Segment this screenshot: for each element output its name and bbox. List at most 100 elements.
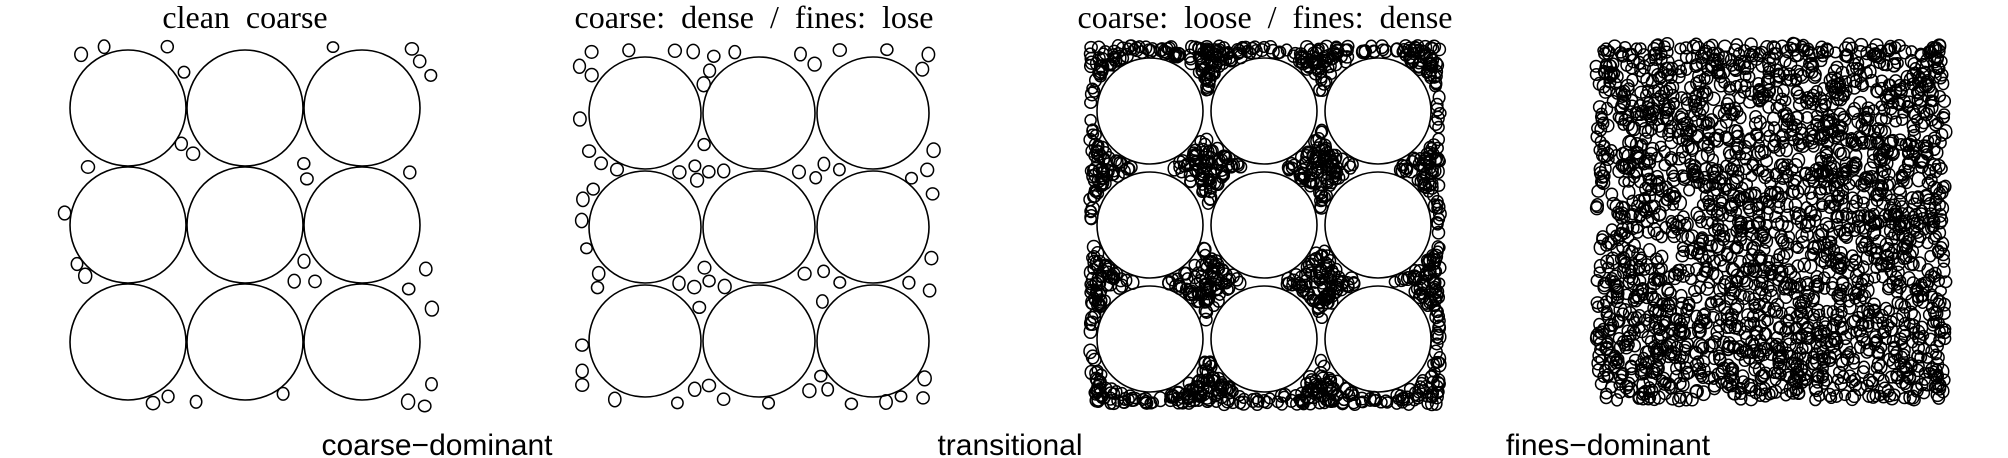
fine-grain — [1837, 113, 1852, 127]
fine-grain — [607, 391, 622, 408]
fine-grain — [1841, 348, 1855, 360]
fine-grain — [761, 396, 776, 410]
fine-grain — [1615, 200, 1629, 216]
fine-grain — [584, 44, 599, 59]
fine-grain — [1671, 128, 1686, 145]
coarse-grain — [1210, 171, 1318, 279]
fine-grain — [1845, 191, 1860, 206]
coarse-grain — [702, 284, 816, 398]
fine-grain — [1083, 323, 1098, 340]
fine-grain — [1927, 315, 1940, 329]
fine-grain — [1851, 310, 1865, 323]
fine-grain — [1776, 249, 1791, 265]
fine-grain — [1644, 122, 1659, 136]
fine-grain — [1300, 285, 1314, 301]
fine-grain — [1890, 312, 1905, 327]
fine-grain — [1655, 374, 1669, 388]
fine-grain — [1792, 97, 1807, 112]
fine-grain — [1898, 316, 1911, 332]
fine-grain — [1426, 298, 1441, 312]
fine-grain — [1413, 287, 1427, 301]
coarse-grain — [69, 49, 187, 167]
fine-grain — [1427, 69, 1442, 84]
fine-grain — [1306, 147, 1320, 163]
fine-grain — [1795, 328, 1809, 342]
fine-grain — [1884, 370, 1899, 384]
fine-grain — [1756, 348, 1770, 362]
fine-grain — [1673, 317, 1689, 333]
fine-grain — [1764, 347, 1778, 361]
fine-grain — [609, 162, 625, 177]
fine-grain — [1847, 79, 1862, 95]
fine-grain — [1883, 304, 1896, 317]
fine-grain — [1139, 394, 1153, 410]
fine-grain — [1849, 372, 1861, 387]
fine-grain — [1713, 253, 1728, 267]
fine-grain — [1652, 272, 1665, 287]
fine-grain — [1622, 267, 1637, 284]
fine-grain — [1701, 138, 1716, 154]
fine-grain — [1313, 137, 1328, 152]
fine-grain — [1596, 233, 1609, 246]
fine-grain — [817, 264, 831, 279]
fine-grain — [1904, 244, 1920, 259]
fine-grain — [1677, 369, 1690, 383]
fine-grain — [1924, 45, 1938, 59]
fine-grain — [1735, 369, 1750, 385]
fine-grain — [1865, 43, 1880, 58]
fine-grain — [1094, 300, 1107, 314]
fine-grain — [1739, 177, 1754, 191]
fine-grain — [1879, 90, 1894, 104]
fine-grain — [1763, 129, 1776, 143]
fine-grain — [1902, 271, 1916, 286]
fine-grain — [1840, 84, 1853, 98]
fine-grain — [1196, 178, 1209, 191]
coarse-grain — [303, 49, 421, 167]
fine-grain — [1414, 271, 1428, 286]
fine-grain — [1394, 272, 1409, 288]
fine-grain — [1407, 269, 1422, 284]
fine-grain — [1834, 261, 1848, 276]
fine-grain — [1153, 42, 1167, 58]
fine-grain — [1195, 54, 1210, 71]
fine-grain — [1781, 158, 1794, 170]
fine-grain — [1741, 196, 1755, 211]
fine-grain — [574, 212, 589, 229]
fine-grain — [1845, 390, 1860, 407]
fine-grain — [1730, 105, 1744, 118]
fine-grain — [1201, 76, 1216, 93]
fine-grain — [400, 393, 416, 411]
fine-grain — [1432, 42, 1447, 57]
fine-grain — [1396, 394, 1410, 409]
fine-grain — [1848, 156, 1862, 169]
fine-grain — [1769, 85, 1784, 102]
fine-grain — [1650, 226, 1665, 241]
fine-grain — [1888, 51, 1902, 66]
fine-grain — [902, 275, 916, 290]
fine-grain — [1772, 321, 1785, 335]
fine-grain — [1626, 271, 1639, 286]
fine-grain — [591, 265, 606, 282]
fine-grain — [1602, 81, 1616, 97]
fine-grain — [1700, 316, 1713, 330]
fine-grain — [1859, 172, 1873, 186]
fine-grain — [1695, 369, 1708, 383]
fine-grain — [926, 142, 941, 159]
fine-grain — [1900, 379, 1914, 393]
fine-grain — [1803, 57, 1818, 71]
fine-grain — [1783, 381, 1798, 398]
fine-grain — [1432, 314, 1446, 328]
fine-grain — [1655, 230, 1668, 244]
fine-grain — [1315, 73, 1328, 87]
fine-grain — [1634, 42, 1647, 55]
fine-grain — [1726, 362, 1740, 376]
fine-grain — [1312, 264, 1327, 281]
fine-grain — [1782, 313, 1795, 327]
fine-grain — [1894, 274, 1907, 287]
fine-grain — [1921, 236, 1934, 250]
fine-grain — [1661, 348, 1676, 364]
fine-grain — [688, 159, 702, 173]
fine-grain — [1675, 121, 1690, 137]
fine-grain — [1097, 165, 1111, 178]
fine-grain — [1744, 37, 1758, 53]
